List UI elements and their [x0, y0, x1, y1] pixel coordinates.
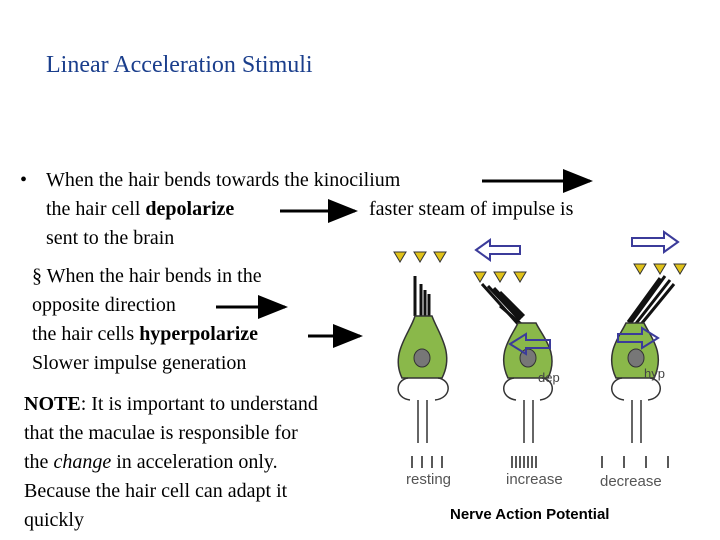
- bullet2-line3: the hair cells hyperpolarize: [32, 320, 258, 349]
- note-line4: Because the hair cell can adapt it: [24, 480, 288, 502]
- stimulus-arrow-right: [631, 230, 680, 254]
- bullet1-line2-post: faster steam of impulse is: [369, 198, 574, 220]
- arrow-right-outline: [617, 326, 660, 350]
- figure-caption: Nerve Action Potential: [450, 506, 610, 523]
- hyp-label: hyp: [644, 366, 665, 381]
- stimulus-arrow-left: [474, 238, 521, 262]
- bullet2-line1: § When the hair bends in the: [32, 262, 262, 291]
- note-line1-rest: : It is important to understand: [80, 393, 318, 415]
- bullet1-line3: sent to the brain: [46, 227, 175, 249]
- stimulus-arrows: [474, 230, 680, 262]
- spike-train-increase: [511, 456, 537, 468]
- bullet-dot: •: [20, 169, 28, 191]
- hair-cell-resting: [397, 276, 449, 443]
- otolith-triangle: [413, 251, 427, 263]
- otolith-triangle: [673, 263, 687, 275]
- otolith-triangle: [513, 271, 527, 283]
- hair-cell-depolarized: dep: [480, 282, 560, 443]
- spike-train-resting: [411, 456, 443, 468]
- bullet2-line3-pre: the hair cells: [32, 323, 140, 345]
- bullet2-line4: Slower impulse generation: [32, 352, 247, 374]
- decrease-label: decrease: [600, 473, 662, 490]
- otolith-triangle: [473, 271, 487, 283]
- resting-label: resting: [406, 471, 451, 488]
- dep-label: dep: [538, 370, 560, 385]
- otolith-triangle: [633, 263, 647, 275]
- hyperpolarize-term: hyperpolarize: [139, 323, 259, 345]
- bullet1-line2-pre: the hair cell: [46, 198, 146, 220]
- increase-label: increase: [506, 471, 563, 488]
- bullet1-line2: the hair cell depolarize: [46, 195, 234, 224]
- hair-cell-figure: dep hyp resting increase decrease: [393, 230, 687, 490]
- arrow-left-outline: [508, 332, 551, 356]
- note-line2: that the maculae is responsible for: [24, 422, 298, 444]
- note-line5: quickly: [24, 509, 84, 531]
- hair-cell-hyperpolarized: hyp: [610, 275, 676, 443]
- depolarize-term: depolarize: [145, 198, 235, 220]
- bullet1-line1: When the hair bends towards the kinocili…: [46, 169, 401, 191]
- otolith-triangle: [493, 271, 507, 283]
- bullet2-line1-text: When the hair bends in the: [46, 265, 262, 287]
- note-change-term: change: [53, 451, 112, 473]
- section-marker: §: [32, 265, 42, 287]
- spike-train-decrease: [601, 456, 669, 468]
- note-line3-post: in acceleration only.: [111, 451, 278, 473]
- otolith-triangle: [433, 251, 447, 263]
- otolith-triangle: [393, 251, 407, 263]
- spike-trains: [411, 456, 669, 468]
- note-line1: NOTE: It is important to understand: [24, 390, 318, 419]
- note-line3: the change in acceleration only.: [24, 448, 278, 477]
- otolith-triangle: [653, 263, 667, 275]
- note-line3-pre: the: [24, 451, 54, 473]
- bullet2-line2: opposite direction: [32, 294, 176, 316]
- note-label: NOTE: [24, 393, 81, 415]
- slide-title: Linear Acceleration Stimuli: [46, 52, 313, 78]
